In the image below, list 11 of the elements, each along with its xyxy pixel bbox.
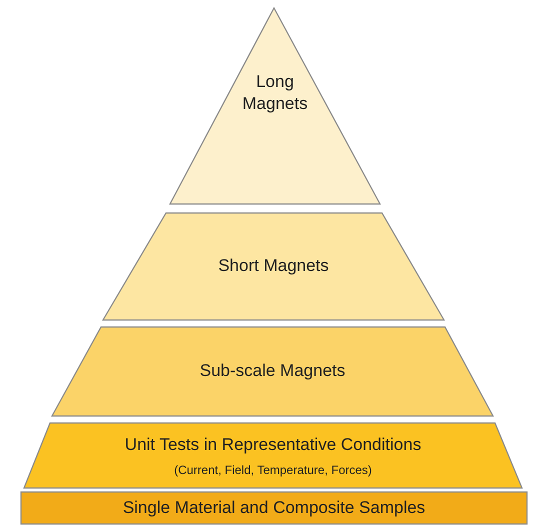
pyramid-layer: [52, 327, 493, 416]
pyramid-layer: [24, 423, 522, 488]
pyramid-layer: [170, 8, 380, 204]
layer-label: Short Magnets: [218, 255, 329, 278]
layer-label: Long Magnets: [241, 70, 309, 115]
layer-sublabel: (Current, Field, Temperature, Forces): [174, 462, 372, 477]
pyramid-layer: [103, 213, 444, 320]
pyramid-layer: [21, 492, 527, 524]
layer-label: Sub-scale Magnets: [200, 360, 346, 382]
layer-label: Unit Tests in Representative Conditions: [124, 434, 422, 456]
layer-label: Single Material and Composite Samples: [122, 496, 426, 519]
